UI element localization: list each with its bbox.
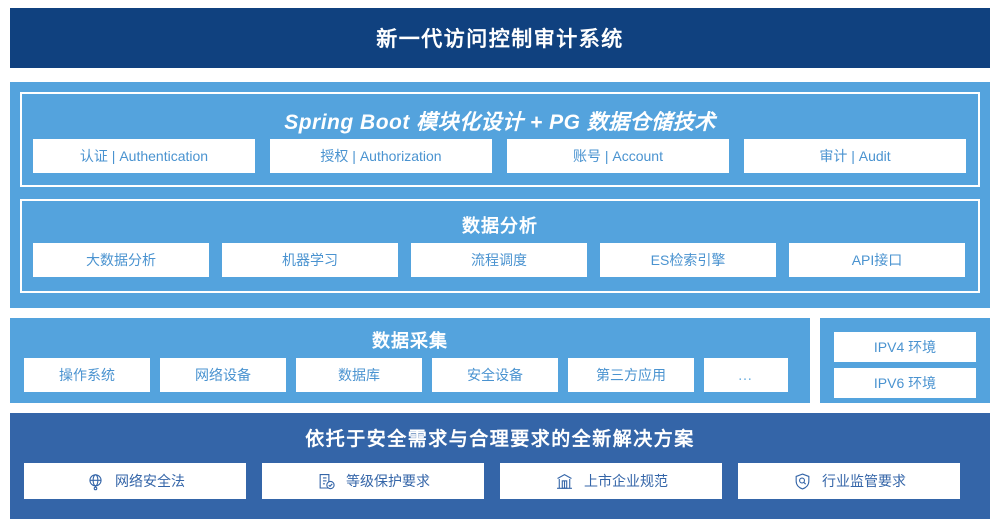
collection-item-database[interactable]: 数据库 <box>296 358 422 392</box>
solution-item-industry-regulation[interactable]: 行业监管要求 <box>738 463 960 499</box>
page-title: 新一代访问控制审计系统 <box>376 28 624 51</box>
platform-item-label: 账号 | Account <box>572 148 663 164</box>
environment-item-label: IPV6 环境 <box>873 375 937 391</box>
header-bar: 新一代访问控制审计系统 <box>10 8 990 68</box>
solution-item-label: 行业监管要求 <box>822 473 906 489</box>
environment-item-ipv6[interactable]: IPV6 环境 <box>834 368 976 398</box>
platform-item-label: 审计 | Audit <box>819 148 891 164</box>
analysis-item-api[interactable]: API接口 <box>789 243 965 277</box>
solution-item-classified-protection[interactable]: 等级保护要求 <box>262 463 484 499</box>
platform-item-authentication[interactable]: 认证 | Authentication <box>33 139 255 173</box>
environment-item-label: IPV4 环境 <box>873 339 937 355</box>
platform-item-audit[interactable]: 审计 | Audit <box>744 139 966 173</box>
analysis-item-label: ES检索引擎 <box>650 252 726 268</box>
collection-item-more[interactable]: … <box>704 358 788 392</box>
collection-section-title: 数据采集 <box>372 331 448 351</box>
collection-item-third-party-app[interactable]: 第三方应用 <box>568 358 694 392</box>
collection-item-label: 第三方应用 <box>596 367 666 383</box>
solution-item-listed-company-standards[interactable]: 上市企业规范 <box>500 463 722 499</box>
solution-item-cybersecurity-law[interactable]: 网络安全法 <box>24 463 246 499</box>
platform-item-label: 认证 | Authentication <box>79 148 209 164</box>
analysis-item-process-scheduling[interactable]: 流程调度 <box>411 243 587 277</box>
platform-section-title: Spring Boot 模块化设计 + PG 数据仓储技术 <box>284 111 716 134</box>
analysis-item-label: 大数据分析 <box>86 252 156 268</box>
environment-item-ipv4[interactable]: IPV4 环境 <box>834 332 976 362</box>
collection-item-label: … <box>737 366 755 384</box>
collection-item-label: 网络设备 <box>195 367 251 383</box>
collection-item-label: 操作系统 <box>59 367 115 383</box>
analysis-item-es-search-engine[interactable]: ES检索引擎 <box>600 243 776 277</box>
collection-item-network-device[interactable]: 网络设备 <box>160 358 286 392</box>
globe-network-icon <box>85 471 105 491</box>
solution-item-label: 等级保护要求 <box>346 473 430 489</box>
solution-section-title: 依托于安全需求与合理要求的全新解决方案 <box>305 429 695 450</box>
analysis-section-title: 数据分析 <box>462 216 538 236</box>
collection-item-operating-system[interactable]: 操作系统 <box>24 358 150 392</box>
bank-building-icon <box>554 471 574 491</box>
platform-item-authorization[interactable]: 授权 | Authorization <box>270 139 492 173</box>
shield-search-icon <box>792 471 812 491</box>
collection-item-security-device[interactable]: 安全设备 <box>432 358 558 392</box>
analysis-item-label: 流程调度 <box>471 252 527 268</box>
analysis-item-bigdata[interactable]: 大数据分析 <box>33 243 209 277</box>
analysis-subpanel: 数据分析 <box>20 199 980 293</box>
platform-item-account[interactable]: 账号 | Account <box>507 139 729 173</box>
collection-item-label: 数据库 <box>338 367 380 383</box>
solution-item-label: 上市企业规范 <box>584 473 668 489</box>
platform-item-label: 授权 | Authorization <box>320 148 442 164</box>
document-check-icon <box>316 471 336 491</box>
solution-item-label: 网络安全法 <box>115 473 185 489</box>
analysis-item-label: 机器学习 <box>282 252 338 268</box>
platform-subpanel: Spring Boot 模块化设计 + PG 数据仓储技术 <box>20 92 980 187</box>
collection-item-label: 安全设备 <box>467 367 523 383</box>
analysis-item-machine-learning[interactable]: 机器学习 <box>222 243 398 277</box>
analysis-item-label: API接口 <box>851 252 903 268</box>
